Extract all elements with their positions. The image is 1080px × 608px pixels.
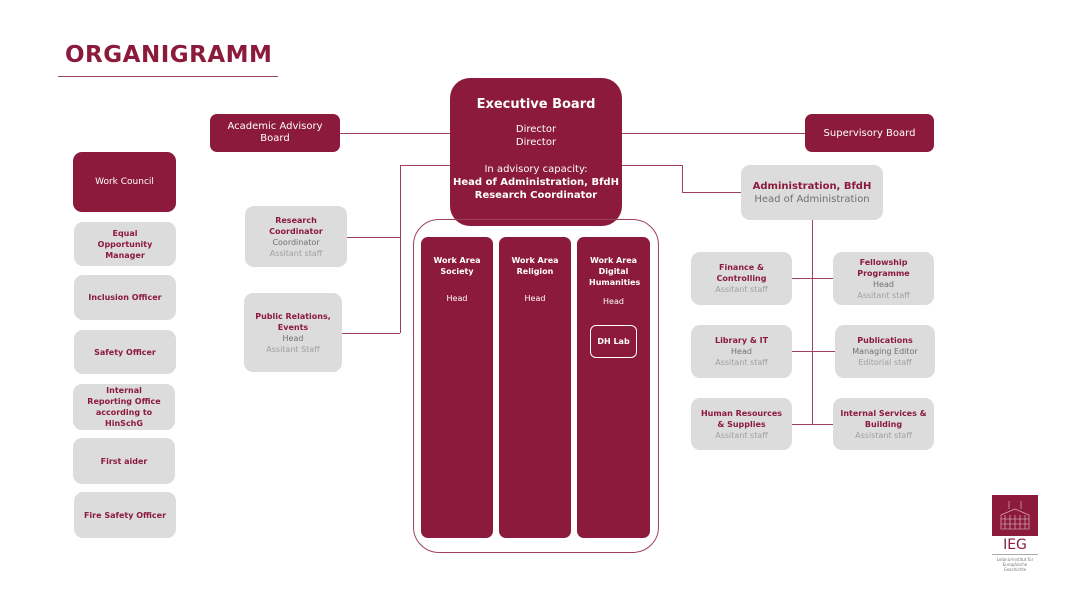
work-area-digital-humanities: Work Area Digital Humanities Head	[577, 237, 650, 538]
connector	[342, 333, 400, 334]
work-area-religion: Work Area Religion Head	[499, 237, 571, 538]
advisory-item: Research Coordinator	[474, 190, 598, 201]
connector	[622, 133, 805, 134]
label: Equal Opportunity Manager	[97, 228, 153, 260]
head: Head	[731, 347, 752, 356]
label: Academic Advisory Board	[227, 121, 323, 144]
staff: Assitant staff	[857, 290, 910, 300]
title: Library & IT	[714, 336, 769, 345]
connector	[622, 165, 682, 166]
building-icon	[992, 495, 1038, 536]
title: Human Resources & Supplies	[700, 408, 783, 429]
advisory-label: In advisory capacity:	[484, 164, 588, 175]
dh-lab: DH Lab	[590, 325, 637, 358]
label: Inclusion Officer	[88, 293, 162, 302]
title: Work Area Society	[433, 256, 481, 276]
public-relations: Public Relations, Events Head Assitant S…	[244, 293, 342, 372]
head: Head	[282, 333, 304, 343]
connector	[347, 237, 400, 238]
head: Head	[524, 294, 546, 303]
administration: Administration, BfdH Head of Administrat…	[741, 165, 883, 220]
title: Administration, BfdH	[752, 180, 872, 192]
left-box-equal-opportunity: Equal Opportunity Manager	[74, 222, 176, 266]
unit-finance: Finance & Controlling Assitant staff	[691, 252, 792, 305]
unit-fellowship: Fellowship Programme Head Assitant staff	[833, 252, 934, 305]
director: Director	[515, 137, 557, 148]
label: Safety Officer	[94, 347, 156, 357]
left-box-fire-safety: Fire Safety Officer	[74, 492, 176, 538]
title-underline	[58, 76, 278, 77]
connector	[400, 165, 450, 166]
label: DH Lab	[597, 337, 630, 346]
supervisory-board: Supervisory Board	[805, 114, 934, 152]
staff: Assitant staff	[715, 358, 768, 367]
staff: Editorial staff	[858, 358, 912, 367]
head: Head of Administration	[754, 193, 870, 205]
connector	[400, 165, 401, 333]
staff: Assitant staff	[715, 430, 768, 440]
unit-library-it: Library & IT Head Assitant staff	[691, 325, 792, 378]
advisory-item: Head of Administration, BfdH	[453, 177, 619, 188]
staff: Assitant staff	[715, 285, 768, 294]
label: Supervisory Board	[823, 127, 916, 139]
staff: Assistant staff	[855, 430, 912, 440]
page-title: ORGANIGRAMM	[65, 42, 273, 68]
left-box-internal-reporting: Internal Reporting Office according to H…	[73, 384, 175, 430]
title: Finance & Controlling	[716, 263, 767, 283]
unit-publications: Publications Managing Editor Editorial s…	[835, 325, 935, 378]
logo-subtitle: Leibniz-Institut für Europäische Geschic…	[996, 557, 1034, 572]
staff: Assitant Staff	[266, 344, 320, 354]
head: Head	[446, 294, 468, 303]
title: Work Area Digital Humanities	[589, 256, 641, 287]
connector	[792, 351, 835, 352]
ieg-logo: IEG Leibniz-Institut für Europäische Ges…	[992, 495, 1038, 572]
title: Research Coordinator	[269, 215, 323, 236]
unit-internal-services: Internal Services & Building Assistant s…	[833, 398, 934, 450]
work-area-society: Work Area Society Head	[421, 237, 493, 538]
title: Internal Services & Building	[840, 408, 927, 429]
head: Coordinator	[272, 237, 320, 247]
executive-board: Executive Board Director Director In adv…	[450, 78, 622, 226]
head: Head	[873, 279, 894, 289]
work-council: Work Council	[73, 152, 176, 212]
connector	[682, 192, 741, 193]
staff: Assitant staff	[269, 248, 323, 258]
academic-advisory-board: Academic Advisory Board	[210, 114, 340, 152]
left-box-first-aider: First aider	[73, 438, 175, 484]
unit-human-resources: Human Resources & Supplies Assitant staf…	[691, 398, 792, 450]
title: Work Area Religion	[511, 256, 559, 276]
logo-name: IEG	[1003, 537, 1027, 553]
title: Public Relations, Events	[255, 311, 331, 332]
left-box-inclusion: Inclusion Officer	[74, 275, 176, 320]
left-box-safety: Safety Officer	[74, 330, 176, 374]
connector	[340, 133, 450, 134]
executive-board-title: Executive Board	[476, 97, 596, 112]
title: Publications	[857, 336, 913, 345]
connector	[682, 165, 683, 192]
connector	[792, 278, 833, 279]
research-coordinator: Research Coordinator Coordinator Assitan…	[245, 206, 347, 267]
connector	[792, 424, 833, 425]
label: Internal Reporting Office according to H…	[87, 386, 161, 428]
title: Fellowship Programme	[857, 257, 910, 278]
head: Head	[603, 297, 624, 306]
head: Managing Editor	[852, 347, 918, 356]
director: Director	[515, 124, 557, 135]
label: First aider	[100, 456, 148, 466]
connector	[812, 220, 813, 424]
logo-divider	[992, 554, 1038, 555]
label: Fire Safety Officer	[83, 510, 167, 520]
label: Work Council	[95, 177, 154, 187]
work-areas-container	[413, 219, 659, 553]
